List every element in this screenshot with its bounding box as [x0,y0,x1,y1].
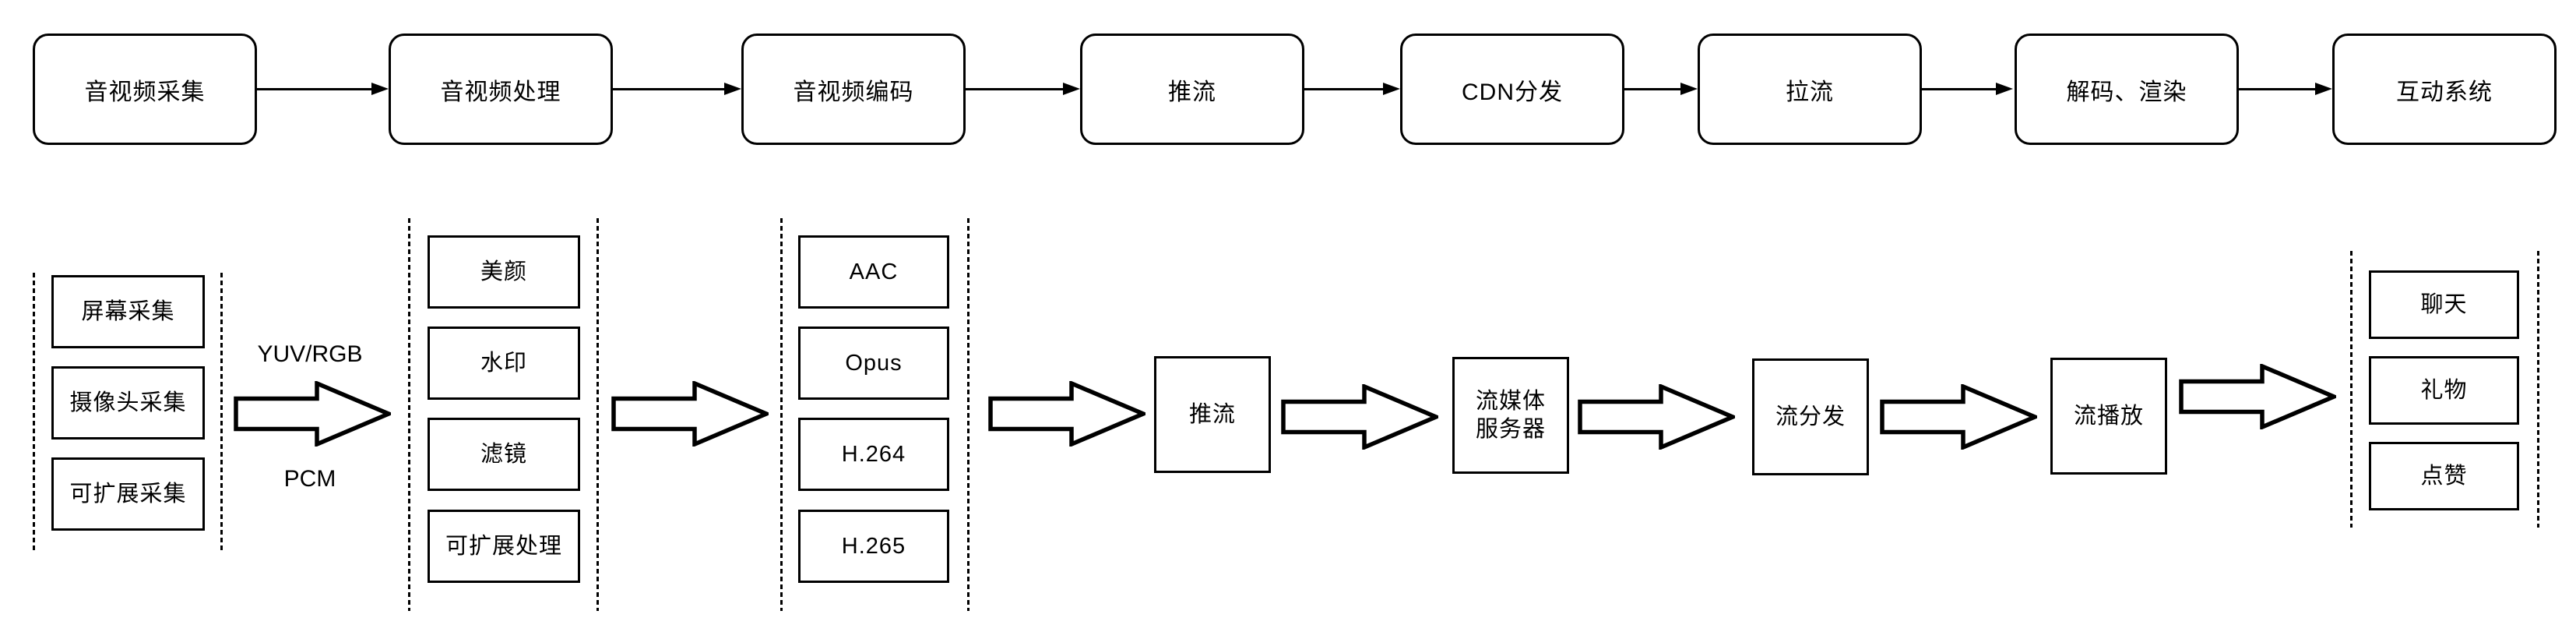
arrow-right-icon [1922,83,2013,96]
box-label: 屏幕采集 [81,298,175,324]
interaction-item-gift: 礼物 [2369,356,2519,425]
box-label: 推流 [1188,401,1236,427]
flow-step-label: 解码、渲染 [2066,79,2187,105]
flow-step-av-capture: 音视频采集 [33,34,257,145]
box-label: 滤镜 [480,441,527,467]
lane-divider [220,273,223,551]
flow-step-label: 音视频编码 [793,79,914,105]
box-label: 水印 [480,350,527,376]
block-arrow-icon [1281,384,1438,450]
flow-step-decode-render: 解码、渲染 [2015,34,2239,145]
arrow-right-icon [613,83,741,96]
box-label: 点赞 [2420,463,2468,489]
capture-item-extensible: 可扩展采集 [51,457,205,531]
box-label: 流分发 [1775,404,1846,429]
box-label: 摄像头采集 [69,390,187,415]
process-item-watermark: 水印 [428,327,580,400]
flow-step-interaction: 互动系统 [2332,34,2557,145]
format-label-video: YUV/RGB [257,341,363,367]
lane-divider [33,273,35,551]
codec-item-opus: Opus [798,327,949,400]
codec-item-h264: H.264 [798,418,949,491]
interaction-item-chat: 聊天 [2369,270,2519,339]
flow-step-av-processing: 音视频处理 [389,34,613,145]
capture-item-camera: 摄像头采集 [51,366,205,440]
block-arrow-icon [1578,384,1735,450]
pipeline-node-media-server: 流媒体 服务器 [1452,357,1569,474]
box-label: H.264 [841,441,906,467]
block-arrow-icon [988,381,1145,447]
arrow-right-icon [966,83,1080,96]
box-label: 礼物 [2420,377,2468,403]
pipeline-node-push: 推流 [1154,356,1271,473]
format-label-audio: PCM [283,466,336,492]
box-label: 聊天 [2420,291,2468,317]
pipeline-node-playback: 流播放 [2050,358,2167,475]
process-item-filter: 滤镜 [428,418,580,491]
box-label: 可扩展处理 [445,533,562,559]
codec-item-aac: AAC [798,235,949,309]
capture-item-screen: 屏幕采集 [51,275,205,348]
block-arrow-icon [2179,364,2336,429]
flow-step-push: 推流 [1080,34,1304,145]
flow-step-label: 互动系统 [2396,79,2493,105]
arrow-right-icon [1624,83,1698,96]
flow-step-av-encoding: 音视频编码 [741,34,966,145]
box-label: 美颜 [480,259,527,284]
lane-divider [2350,251,2353,528]
box-label: AAC [849,259,899,284]
box-label: 流媒体 [1475,388,1546,414]
flow-step-label: 音视频采集 [84,79,206,105]
flow-step-cdn: CDN分发 [1400,34,1624,145]
box-label: Opus [845,350,903,376]
box-label: 服务器 [1475,417,1546,442]
box-label: H.265 [841,533,906,559]
interaction-item-like: 点赞 [2369,442,2519,510]
block-arrow-icon [611,381,769,447]
flow-step-label: CDN分发 [1462,79,1563,105]
box-label: 可扩展采集 [69,481,187,507]
flow-step-label: 音视频处理 [440,79,561,105]
flow-step-label: 推流 [1168,79,1216,105]
arrow-right-icon [257,83,389,96]
lane-divider [967,218,970,611]
block-arrow-icon [1880,384,2037,450]
lane-divider [2537,251,2539,528]
arrow-right-icon [2239,83,2332,96]
process-item-extensible: 可扩展处理 [428,510,580,583]
process-item-beauty: 美颜 [428,235,580,309]
block-arrow-icon [234,381,391,447]
arrow-right-icon [1304,83,1400,96]
lane-divider [780,218,783,611]
flow-step-label: 拉流 [1786,79,1834,105]
lane-divider [596,218,599,611]
codec-item-h265: H.265 [798,510,949,583]
pipeline-node-distribution: 流分发 [1752,358,1869,475]
box-label: 流播放 [2073,403,2144,429]
lane-divider [408,218,410,611]
flow-step-pull: 拉流 [1698,34,1922,145]
